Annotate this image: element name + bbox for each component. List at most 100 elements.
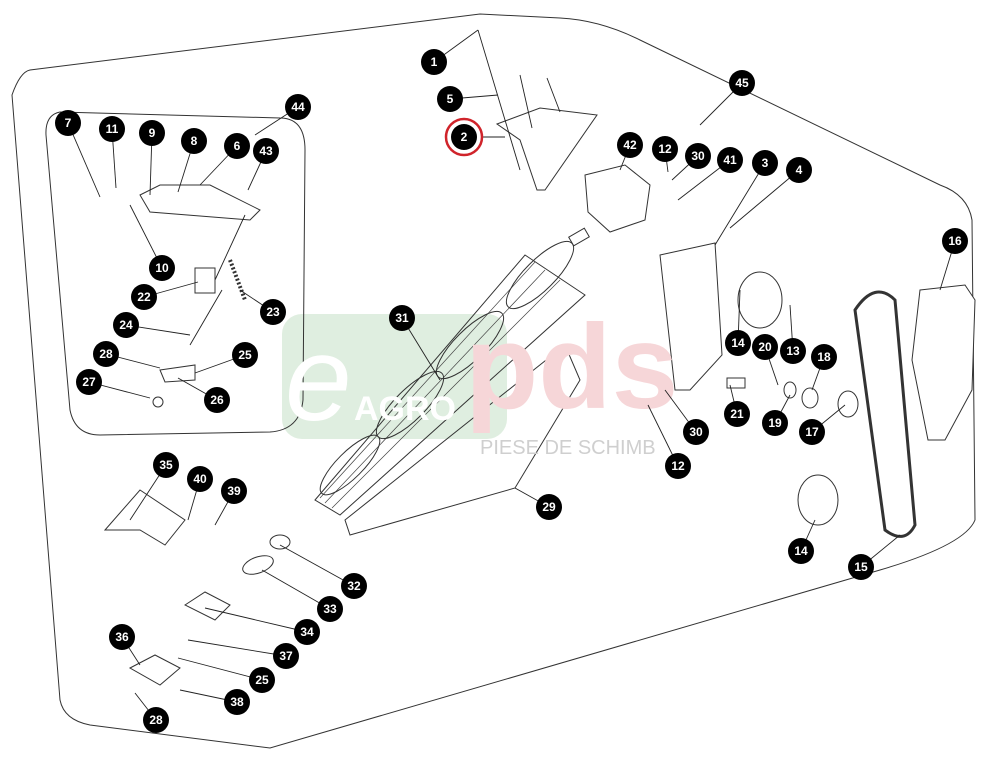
callout-43[interactable]: 43 <box>247 138 279 191</box>
part-cover <box>103 489 186 546</box>
callout-3[interactable]: 3 <box>714 150 778 246</box>
callout-badge <box>294 619 320 645</box>
callout-7[interactable]: 7 <box>55 110 101 198</box>
callout-12[interactable]: 12 <box>652 136 678 173</box>
callout-14[interactable]: 14 <box>725 289 751 356</box>
callout-23[interactable]: 23 <box>239 289 286 325</box>
callout-number: 12 <box>671 459 685 473</box>
callout-38[interactable]: 38 <box>179 689 250 715</box>
callout-11[interactable]: 11 <box>99 116 125 189</box>
callout-18[interactable]: 18 <box>811 344 837 391</box>
callout-badge <box>273 643 299 669</box>
callout-28[interactable]: 28 <box>93 341 161 369</box>
callout-15[interactable]: 15 <box>848 534 901 580</box>
callout-30[interactable]: 30 <box>664 389 709 445</box>
callout-24[interactable]: 24 <box>113 312 191 338</box>
callout-4[interactable]: 4 <box>729 157 812 229</box>
callout-32[interactable]: 32 <box>279 544 367 599</box>
callout-badge <box>788 538 814 564</box>
callout-badge <box>99 116 125 142</box>
callout-41[interactable]: 41 <box>677 147 743 201</box>
part-gearbox <box>584 164 651 233</box>
part-flange <box>242 555 274 575</box>
auger-flight <box>505 240 575 310</box>
callout-number: 8 <box>191 134 198 148</box>
callout-badge <box>181 128 207 154</box>
callout-10[interactable]: 10 <box>129 204 175 281</box>
callout-35[interactable]: 35 <box>129 452 179 521</box>
callout-badge <box>149 255 175 281</box>
callout-20[interactable]: 20 <box>752 334 779 386</box>
callout-number: 28 <box>149 713 163 727</box>
callout-number: 36 <box>115 630 129 644</box>
callout-badge <box>752 150 778 176</box>
callout-badge <box>113 312 139 338</box>
auger-ribs <box>319 261 561 509</box>
callout-25[interactable]: 25 <box>194 342 258 374</box>
part-pulley-upper <box>737 271 783 329</box>
callout-29[interactable]: 29 <box>514 487 562 520</box>
callout-12[interactable]: 12 <box>647 404 691 479</box>
callout-28[interactable]: 28 <box>134 692 169 733</box>
callout-8[interactable]: 8 <box>177 128 207 193</box>
callout-30[interactable]: 30 <box>671 143 711 181</box>
callout-40[interactable]: 40 <box>187 466 213 521</box>
callout-22[interactable]: 22 <box>131 281 199 310</box>
callout-number: 25 <box>255 673 269 687</box>
watermark-tagline: PIESE DE SCHIMB <box>480 437 656 459</box>
callout-36[interactable]: 36 <box>109 624 141 666</box>
callout-39[interactable]: 39 <box>214 478 247 526</box>
callout-17[interactable]: 17 <box>799 404 846 445</box>
callout-37[interactable]: 37 <box>187 639 299 669</box>
callout-5[interactable]: 5 <box>437 86 499 112</box>
callout-1[interactable]: 1 <box>421 29 479 75</box>
callout-33[interactable]: 33 <box>261 569 343 622</box>
callout-badge <box>143 707 169 733</box>
callout-26[interactable]: 26 <box>177 377 230 413</box>
callout-44[interactable]: 44 <box>254 94 311 136</box>
callout-21[interactable]: 21 <box>724 384 750 427</box>
callout-45[interactable]: 45 <box>699 70 755 126</box>
callout-badge <box>451 124 477 150</box>
callout-number: 24 <box>119 318 133 332</box>
parts <box>103 29 976 686</box>
callout-badge <box>285 94 311 120</box>
callout-42[interactable]: 42 <box>617 132 643 171</box>
part-bolt <box>519 74 533 129</box>
leader-line <box>279 544 355 587</box>
callout-6[interactable]: 6 <box>199 133 250 186</box>
part-clamp <box>128 654 181 686</box>
callout-badge <box>665 453 691 479</box>
callout-number: 28 <box>99 347 113 361</box>
callout-number: 6 <box>234 139 241 153</box>
part-support <box>183 591 231 621</box>
callout-14[interactable]: 14 <box>788 519 816 564</box>
callout-9[interactable]: 9 <box>139 120 165 196</box>
callout-number: 31 <box>395 311 409 325</box>
subgroup-boundary <box>45 111 306 436</box>
callout-number: 32 <box>347 579 361 593</box>
callout-number: 22 <box>137 290 151 304</box>
callout-number: 16 <box>948 234 962 248</box>
part-rod <box>214 214 246 281</box>
callout-number: 37 <box>279 649 293 663</box>
callout-badge <box>139 120 165 146</box>
callout-16[interactable]: 16 <box>939 228 968 291</box>
callout-27[interactable]: 27 <box>76 369 151 399</box>
callout-13[interactable]: 13 <box>780 304 806 364</box>
callout-number: 34 <box>300 625 314 639</box>
callout-badge <box>221 478 247 504</box>
callout-badge <box>253 138 279 164</box>
callout-badge <box>260 299 286 325</box>
callout-badge <box>786 157 812 183</box>
part-pin <box>189 289 223 346</box>
callout-19[interactable]: 19 <box>762 394 791 436</box>
part-bushing <box>837 390 859 418</box>
callout-34[interactable]: 34 <box>204 607 320 645</box>
callout-31[interactable]: 31 <box>389 305 441 381</box>
part-washer <box>783 381 797 399</box>
callout-2[interactable]: 2 <box>444 117 505 157</box>
callout-number: 38 <box>230 695 244 709</box>
callout-25[interactable]: 25 <box>177 657 275 693</box>
